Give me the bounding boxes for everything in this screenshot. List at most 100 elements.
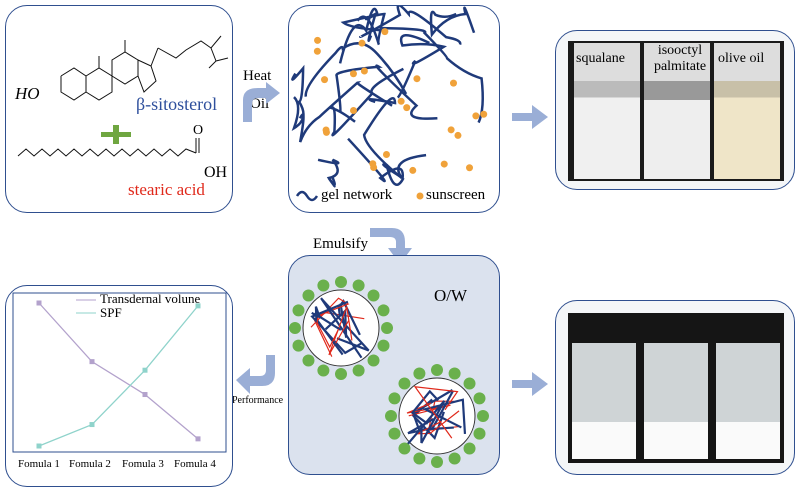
- gel-legend-icons: [295, 190, 424, 202]
- emulsifier-head: [367, 354, 380, 367]
- droplet-fiber: [410, 389, 439, 425]
- emulsifier-head: [367, 289, 380, 302]
- sunscreen-dot-icon: [416, 192, 424, 200]
- sunscreen-dot: [322, 126, 330, 134]
- sterol-label: β-sitosterol: [136, 94, 218, 114]
- sitosterol-structure: [17, 35, 229, 157]
- sunscreen-dot: [480, 110, 488, 118]
- gel-fiber: [359, 6, 462, 45]
- emulsifier-head: [448, 367, 461, 380]
- sunscreen-dot: [350, 106, 358, 114]
- legend-sunscreen: sunscreen: [426, 187, 486, 203]
- gel-fiber: [291, 64, 305, 132]
- x-tick-4: Fomula 4: [174, 458, 216, 470]
- oil-vials-photo: squalane isooctyl palmitate olive oil: [555, 30, 795, 190]
- droplets-drawing: [289, 276, 489, 468]
- droplet-fiber: [421, 398, 467, 434]
- droplet-fiber: [316, 317, 340, 349]
- emulsifier-head: [317, 364, 330, 377]
- legend-transdermal: Transdernal volune: [100, 291, 201, 306]
- emulsifier-head: [352, 364, 365, 377]
- x-tick-2: Fomula 2: [69, 458, 111, 470]
- emulsifier-head: [385, 410, 397, 422]
- sunscreen-dot: [349, 70, 357, 78]
- emulsifier-head: [302, 354, 315, 367]
- data-point: [142, 367, 148, 373]
- performance-arrow-icon: [236, 355, 275, 394]
- performance-label: Performance: [232, 395, 284, 406]
- vial-label-isooctyl: isooctyl palmitate: [653, 43, 707, 74]
- emulsifier-head: [431, 364, 443, 376]
- sunscreen-dot: [466, 164, 474, 172]
- gel-fiber: [429, 6, 476, 38]
- legend-network: gel network: [321, 187, 393, 203]
- emulsifier-head: [431, 456, 443, 468]
- x-tick-1: Fomula 1: [18, 458, 60, 470]
- x-tick-3: Fomula 3: [122, 458, 164, 470]
- emulsifier-head: [388, 392, 401, 405]
- emulsifier-head: [398, 377, 411, 390]
- gel-network-drawing: [291, 6, 488, 188]
- line-chart: [12, 292, 227, 453]
- sunscreen-dot: [313, 47, 321, 55]
- ow-label: O/W: [434, 286, 468, 305]
- gel-fiber: [304, 42, 408, 97]
- emulsifier-head: [388, 427, 401, 440]
- sunscreen-dot: [397, 97, 405, 105]
- droplet-fiber: [406, 400, 446, 446]
- vial-label-squalane: squalane: [576, 51, 625, 66]
- gel-panel: gel network sunscreen: [288, 5, 500, 213]
- sunscreen-dot: [472, 112, 480, 120]
- sunscreen-dot: [440, 160, 448, 168]
- emulsifier-head: [289, 322, 301, 334]
- droplet-fiber: [314, 306, 344, 356]
- legend-spf: SPF: [100, 305, 122, 320]
- data-point: [36, 443, 42, 449]
- emulsifier-head: [381, 322, 393, 334]
- sunscreen-dot: [413, 75, 421, 83]
- data-point: [195, 436, 201, 442]
- emulsifier-head: [448, 452, 461, 465]
- gel-fiber: [335, 64, 438, 120]
- oh-label: OH: [204, 164, 228, 181]
- droplet-fiber: [320, 297, 370, 359]
- sunscreen-dot: [321, 76, 329, 84]
- series-line-0: [38, 302, 199, 440]
- ho-label: HO: [15, 84, 40, 103]
- emulsifier-head: [377, 304, 390, 317]
- oil-label: Oil: [250, 96, 270, 112]
- o-label: O: [193, 123, 204, 138]
- emulsifier-head: [292, 339, 305, 352]
- data-point: [142, 392, 148, 398]
- series-line-1: [38, 305, 199, 447]
- network-icon: [295, 190, 319, 202]
- sunscreen-dot: [381, 28, 389, 36]
- data-point: [195, 303, 201, 309]
- emulsifier-head: [317, 279, 330, 292]
- emulsifier-head: [413, 367, 426, 380]
- emulsifier-head: [463, 377, 476, 390]
- gel-fiber: [329, 67, 404, 137]
- sunscreen-dot: [369, 160, 377, 168]
- right-arrow-icon: [512, 105, 548, 129]
- sunscreen-dot: [447, 126, 455, 134]
- gel-fiber: [317, 158, 340, 188]
- emulsifier-head: [463, 442, 476, 455]
- plot-frame: [12, 292, 227, 453]
- data-point: [89, 359, 95, 365]
- sunscreen-dot: [449, 79, 457, 87]
- gel-fiber: [347, 137, 405, 187]
- emulsion-panel: O/W: [288, 255, 500, 475]
- sunscreen-dot: [382, 150, 390, 158]
- emulsifier-head: [335, 368, 347, 380]
- emulsifier-head: [473, 427, 486, 440]
- data-point: [89, 422, 95, 428]
- sunscreen-dot: [409, 166, 417, 174]
- emulsify-label: Emulsify: [313, 236, 368, 252]
- gel-fiber: [382, 26, 484, 124]
- emulsifier-head: [335, 276, 347, 288]
- emulsifier-head: [292, 304, 305, 317]
- vial-label-olive: olive oil: [718, 51, 765, 66]
- emulsifier-head: [352, 279, 365, 292]
